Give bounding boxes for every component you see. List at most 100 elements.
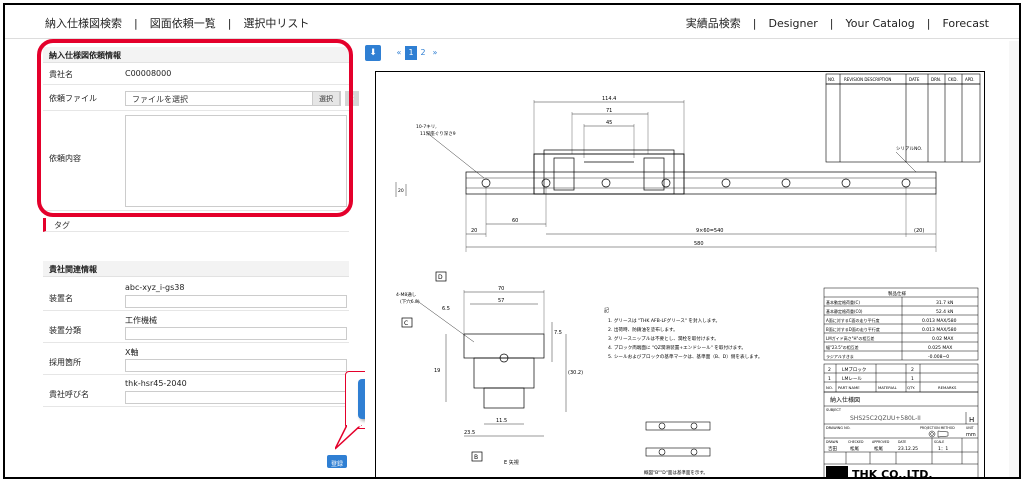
file-placeholder: ファイルを選択 (132, 95, 188, 104)
scale-label: SCALE (934, 440, 944, 444)
callout-tail (335, 425, 363, 450)
title-block-title: 納入仕様図 (830, 396, 860, 404)
dim-60: 60 (512, 218, 518, 224)
detail-note: 概図"B""D"面は基準面を示す。 (644, 469, 708, 476)
app-window: 納入仕様図検索 | 図面依頼一覧 | 選択中リスト 実績品検索 | Design… (3, 3, 1021, 479)
date-value: 23.12.25 (898, 446, 918, 452)
pager-page-2[interactable]: 2 (420, 48, 426, 57)
device-name-value: abc-xyz_i-gs38 (125, 283, 185, 292)
view-e: E 矢視 (504, 459, 519, 466)
ref-c: C (404, 320, 408, 327)
nav-separator: | (227, 16, 232, 30)
nav-spec-search[interactable]: 納入仕様図検索 (45, 17, 122, 30)
nickname-input[interactable] (125, 391, 347, 404)
parts-header-qty: QTY. (907, 385, 915, 390)
company-label: 貴社名 (49, 70, 73, 79)
parts-header-remarks: REMARKS (938, 385, 957, 390)
note-1: 1. グリースは "THK AFB-LFグリース" を封入します。 (608, 317, 720, 324)
spec-row-1-label: 基本動定格荷重(C) (826, 299, 860, 305)
drawing-no-label: DRAWING NO. (826, 426, 850, 430)
part-1-qty: 2 (911, 367, 914, 373)
part-1-name: LMブロック (842, 366, 866, 373)
date-label: DATE (898, 440, 906, 444)
dim-20: 20 (471, 228, 477, 234)
parts-header-name: PART NAME (838, 385, 860, 390)
drawing-viewer: NO. REVISION DESCRIPTION DATE DRN. CKD. … (365, 65, 1005, 477)
part-2-qty: 1 (911, 376, 914, 382)
file-row: 依頼ファイル ファイルを選択 選択 × (43, 85, 359, 111)
approved-value: 松尾 (874, 445, 883, 452)
ref-d: D (438, 274, 443, 281)
unit-value: mm (966, 432, 976, 438)
hole-note-1: 10-7キリ, (416, 124, 437, 130)
note-5: 5. シールおよびブロックの基準マークは、基準面（B、D）側を表します。 (608, 353, 762, 360)
nav-designer[interactable]: Designer (768, 16, 818, 30)
device-class-input[interactable] (125, 327, 347, 340)
spec-row-1-value: 31.7 kN (936, 300, 953, 306)
nickname-label: 貴社呼び名 (49, 390, 89, 399)
spec-row-6-label: 幅"23.5"の相互差 (826, 344, 859, 350)
download-icon[interactable]: ⬇ (365, 45, 381, 61)
spec-row-4-value: 0.013 MAX/580 (922, 327, 957, 333)
sec-dim-302: (30.2) (568, 370, 583, 376)
spec-row-3-label: A面に対するC面の走り平行度 (826, 317, 880, 323)
checked-value: 松尾 (850, 445, 859, 452)
notes-title: 記 (604, 307, 609, 314)
spec-row-2-value: 52.4 kN (936, 309, 953, 315)
company-row: 貴社名 C00008000 (43, 63, 349, 85)
section-request-info-title: 納入仕様図依頼情報 (43, 47, 349, 63)
sec-dim-65: 6.5 (442, 306, 450, 312)
rev-header-ckd: CKD. (948, 77, 958, 82)
nav-forecast[interactable]: Forecast (942, 16, 989, 30)
sec-dim-19: 19 (434, 368, 440, 374)
scrollbar[interactable] (1009, 41, 1019, 477)
ref-b: B (474, 454, 478, 461)
note-2: 2. 出荷時、防錆油を塗布します。 (608, 326, 678, 333)
projection-label: PROJECTION METHOD (920, 426, 955, 430)
usage-location-input[interactable] (125, 359, 347, 372)
pager-last[interactable]: » (432, 48, 438, 57)
spec-row-2-label: 基本静定格荷重(C0) (826, 308, 863, 314)
part-2-name: LMレール (842, 376, 862, 382)
tag-section[interactable]: タグ (43, 218, 349, 232)
spec-title: 製品仕様 (888, 290, 906, 297)
spec-row-5-value: 0.02 MAX (932, 336, 954, 342)
approved-label: APPROVED (872, 440, 890, 444)
subject-label: SUBJECT (826, 408, 842, 412)
nickname-value: thk-hsr45-2040 (125, 379, 187, 388)
tag-label: タグ (54, 221, 70, 230)
device-name-input[interactable] (125, 295, 347, 308)
drawing-svg: NO. REVISION DESCRIPTION DATE DRN. CKD. … (395, 73, 981, 477)
part-2-no: 1 (828, 376, 831, 382)
part-1-no: 2 (828, 367, 831, 373)
nav-product-search[interactable]: 実績品検索 (685, 17, 741, 30)
nav-request-list[interactable]: 図面依頼一覧 (149, 17, 216, 30)
nav-separator: | (134, 16, 138, 30)
note-4: 4. ブロック両端面に "QZ潤滑装置+エンドシール" を取付けます。 (608, 344, 746, 351)
file-input[interactable]: ファイルを選択 選択 (125, 91, 341, 106)
size-code: H (969, 416, 974, 424)
file-clear-button[interactable]: × (345, 91, 359, 106)
content-row: 依頼内容 (43, 111, 349, 211)
pager-page-1[interactable]: 1 (405, 46, 417, 60)
nav-your-catalog[interactable]: Your Catalog (845, 16, 915, 30)
device-class-value: 工作機械 (125, 316, 157, 325)
file-select-button[interactable]: 選択 (312, 91, 340, 106)
sec-dim-70: 70 (498, 286, 504, 292)
content-textarea[interactable] (125, 115, 347, 207)
thk-logo-mark (826, 466, 848, 477)
section-company-info-title: 貴社関連情報 (43, 261, 349, 277)
pager-first[interactable]: « (396, 48, 402, 57)
usage-location-value: X軸 (125, 348, 139, 357)
spec-row-6-value: 0.025 MAX (928, 345, 952, 351)
dim-pitch: 9×60=540 (696, 228, 723, 234)
nav-selected-list[interactable]: 選択中リスト (243, 17, 310, 30)
rev-header-desc: REVISION DESCRIPTION (844, 77, 891, 82)
spec-row-7-label: ラジアルすきま (826, 353, 854, 359)
dim-45: 45 (606, 120, 612, 126)
device-class-row: 装置分類 工作機械 (43, 311, 349, 343)
sec-tap-note: 4-M8通し (396, 291, 417, 298)
file-label: 依頼ファイル (49, 94, 97, 103)
register-button[interactable]: 登録 (327, 455, 347, 468)
hole-note-2: 11深座ぐり深さ9 (420, 130, 456, 137)
